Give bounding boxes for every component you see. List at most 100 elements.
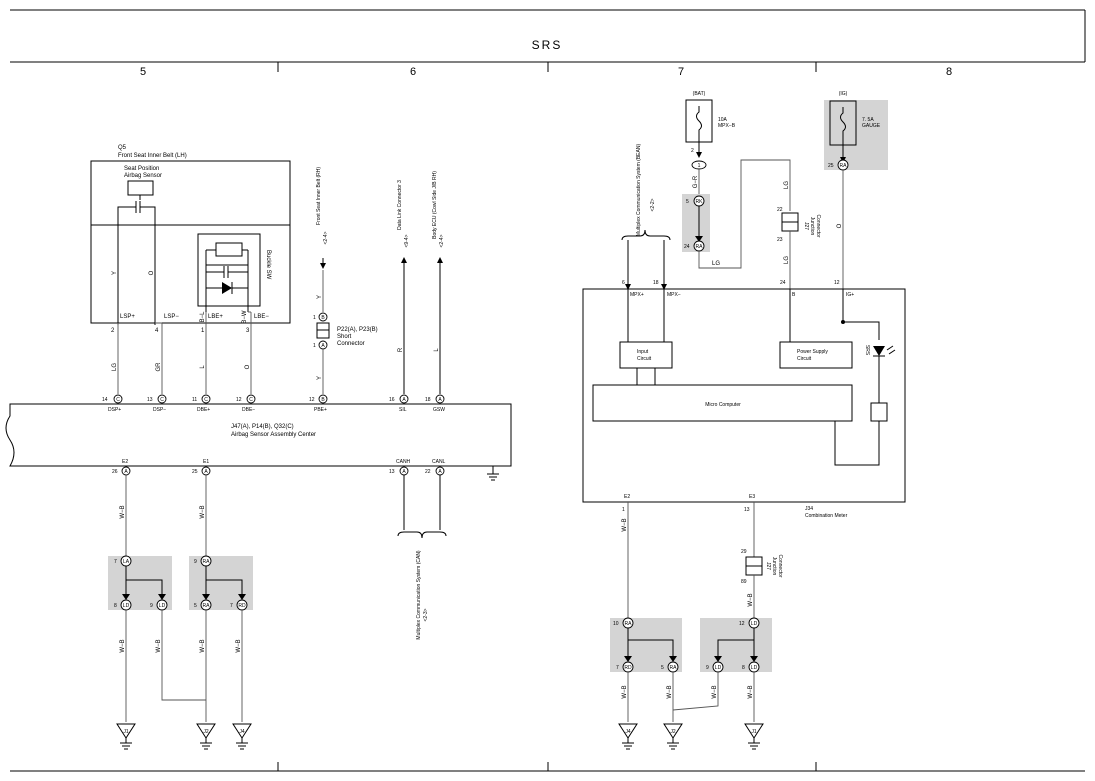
micro-computer	[592, 384, 853, 422]
svg-text:A: A	[438, 469, 442, 475]
svg-text:GSW: GSW	[433, 407, 445, 413]
sensor-q5: Q5 Front Seat Inner Belt (LH) Seat Posit…	[90, 145, 291, 334]
terminal	[318, 312, 328, 322]
svg-text:MPX−B: MPX−B	[718, 123, 736, 129]
ground-symbol: J4	[618, 723, 638, 750]
column-number: 8	[946, 66, 952, 78]
svg-text:RA: RA	[203, 559, 211, 565]
short-connector: Front Seat Inner Belt (RH) <2-4> Y B 1 A…	[313, 167, 378, 394]
svg-text:9: 9	[150, 603, 153, 609]
wire-color: Y	[112, 271, 118, 275]
svg-text:29: 29	[741, 549, 747, 555]
svg-text:CANL: CANL	[432, 459, 446, 465]
body-ecu-ref: Body ECU (Cowl Side J/B RH) <2-4> L	[432, 171, 445, 394]
ground-symbol: J4	[232, 723, 252, 750]
fuse-mpx-b: (BAT) 10A MPX−B 2 1 G−R	[685, 91, 736, 196]
svg-text:A: A	[321, 343, 325, 349]
connector-label: Short	[337, 334, 352, 340]
wire-color: L	[200, 365, 206, 369]
svg-text:E1: E1	[203, 459, 209, 465]
svg-text:26: 26	[112, 469, 118, 475]
pin-number: 2	[111, 328, 115, 334]
svg-text:Circuit: Circuit	[637, 356, 652, 362]
svg-text:Input: Input	[637, 349, 649, 355]
ecu-bottom-pins: E2 A 26 E1 A 25 CANH A 13 CANL A 22	[112, 459, 446, 476]
svg-text:RA: RA	[670, 665, 678, 671]
svg-text:13: 13	[389, 469, 395, 475]
dlc3-ref: Data Link Connector 3 <9-4> R	[397, 180, 410, 394]
diagram-title: SRS	[532, 38, 563, 52]
svg-text:J34: J34	[805, 506, 813, 512]
pin-number: 3	[246, 328, 250, 334]
svg-text:A: A	[124, 469, 128, 475]
svg-text:18: 18	[653, 280, 659, 286]
svg-text:RK: RK	[696, 199, 704, 205]
connector-label: P22(A), P23(B)	[337, 327, 378, 333]
wire-color: GR	[156, 362, 162, 372]
sensor-harness: LG GR L O	[112, 311, 252, 394]
svg-text:RA: RA	[840, 163, 848, 169]
svg-text:Junction: Junction	[809, 217, 815, 236]
input-circuit	[619, 341, 673, 369]
meter-ground-wiring: W−B 29 89 J27 Junction Connector W−B RA …	[610, 502, 783, 722]
wire-color: Y	[317, 295, 323, 299]
svg-text:SRS: SRS	[864, 345, 870, 356]
svg-text:13: 13	[147, 397, 153, 403]
svg-text:LD: LD	[123, 603, 130, 609]
svg-text:C: C	[204, 397, 208, 403]
svg-text:RA: RA	[203, 603, 211, 609]
svg-text:Power Supply: Power Supply	[797, 349, 828, 355]
svg-text:W−B: W−B	[236, 639, 242, 652]
svg-text:J1: J1	[751, 729, 757, 735]
svg-text:6: 6	[622, 280, 625, 286]
column-number: 7	[678, 66, 684, 78]
svg-text:DBE−: DBE−	[242, 407, 255, 413]
svg-text:5: 5	[661, 665, 664, 671]
svg-text:18: 18	[425, 397, 431, 403]
svg-text:DSP−: DSP−	[153, 407, 166, 413]
svg-text:12: 12	[739, 621, 745, 627]
pin-number: 4	[155, 328, 159, 334]
svg-text:RA: RA	[625, 621, 633, 627]
svg-text:25: 25	[192, 469, 198, 475]
svg-text:Junction: Junction	[771, 557, 777, 576]
svg-text:24: 24	[780, 280, 786, 286]
svg-text:E2: E2	[624, 494, 630, 500]
svg-text:7: 7	[616, 665, 619, 671]
airbag-sensor-assembly: J47(A), P14(B), Q32(C) Airbag Sensor Ass…	[5, 403, 512, 481]
svg-text:W−B: W−B	[667, 685, 673, 698]
svg-text:W−B: W−B	[622, 685, 628, 698]
ground-symbol: J1	[744, 723, 764, 750]
ground-symbol: J2	[663, 723, 683, 750]
svg-text:C: C	[116, 397, 120, 403]
svg-text:Circuit: Circuit	[797, 356, 812, 362]
svg-text:W−B: W−B	[748, 685, 754, 698]
svg-text:CANH: CANH	[396, 459, 411, 465]
svg-text:J4: J4	[625, 729, 631, 735]
wire-color: L	[434, 348, 440, 352]
can-bus-ref: Multiplex Communication System (CAN) <2-…	[397, 475, 447, 640]
svg-text:SIL: SIL	[399, 407, 407, 413]
svg-text:MPX+: MPX+	[630, 292, 644, 298]
pin-name: LSP−	[164, 314, 179, 320]
ecu-code: J47(A), P14(B), Q32(C)	[231, 424, 294, 430]
svg-text:LD: LD	[715, 665, 722, 671]
svg-text:Body ECU (Cowl Side J/B RH): Body ECU (Cowl Side J/B RH)	[432, 171, 438, 239]
pin-name: LBE+	[208, 314, 223, 320]
svg-text:Multiplex Communication System: Multiplex Communication System (BEAN)	[636, 144, 642, 237]
svg-text:Micro Computer: Micro Computer	[705, 402, 741, 408]
svg-text:1: 1	[622, 507, 625, 513]
junction-block-rk: RK 5 RA 24 LG	[682, 159, 791, 269]
svg-text:MPX−: MPX−	[667, 292, 681, 298]
svg-text:1: 1	[698, 163, 701, 169]
svg-text:E3: E3	[749, 494, 755, 500]
svg-text:23: 23	[777, 237, 783, 243]
svg-text:<2-4>: <2-4>	[439, 234, 445, 247]
junction-connector-j27-top: LG 22 23 J27 Junction Connector LG	[777, 181, 821, 289]
svg-text:9: 9	[706, 665, 709, 671]
power-supply-circuit	[779, 341, 853, 369]
svg-text:RD: RD	[624, 665, 632, 671]
svg-text:RD: RD	[238, 603, 246, 609]
svg-text:16: 16	[389, 397, 395, 403]
svg-text:LG: LG	[712, 261, 720, 267]
